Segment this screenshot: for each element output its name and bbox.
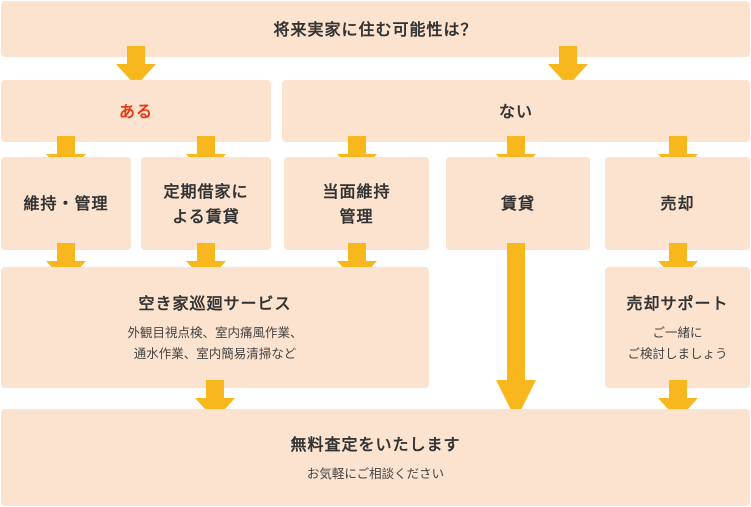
assessment-box: 無料査定をいたします お気軽にご相談ください	[1, 409, 750, 506]
arrow-to-temp	[337, 136, 377, 176]
patrol-service-desc-line2: 通水作業、室内簡易清掃など	[133, 346, 297, 361]
option-temp-box: 当面維持 管理	[284, 157, 429, 250]
option-sell-box: 売却	[605, 157, 750, 250]
arrow-to-yes	[116, 46, 156, 86]
question-text: 将来実家に住む可能性は？	[273, 19, 478, 39]
patrol-service-box: 空き家巡廻サービス 外観目視点検、室内痛風作業、 通水作業、室内簡易清掃など	[1, 267, 429, 388]
option-lease-text: 賃貸	[500, 194, 535, 213]
option-maintain-text: 維持・管理	[23, 194, 109, 213]
arrow-support-to-assessment	[658, 380, 698, 420]
sell-support-title: 売却サポート	[626, 294, 729, 313]
arrow-to-lease	[496, 136, 536, 176]
lease-connector-bar	[507, 243, 525, 395]
branch-yes-text: ある	[118, 101, 153, 121]
assessment-desc: お気軽にご相談ください	[306, 465, 445, 481]
assessment-title: 無料査定をいたします	[290, 434, 461, 454]
option-rental-line2: よる賃貸	[172, 206, 240, 226]
patrol-service-desc-line1: 外観目視点検、室内痛風作業、	[127, 325, 303, 340]
branch-no-box: ない	[282, 80, 750, 142]
arrow-to-rental	[186, 136, 226, 176]
option-temp-line1: 当面維持	[322, 181, 391, 201]
question-box: 将来実家に住む可能性は？	[1, 1, 750, 57]
sell-support-desc-line1: ご一緒に	[652, 325, 703, 340]
option-sell-text: 売却	[660, 194, 695, 213]
patrol-service-desc: 外観目視点検、室内痛風作業、 通水作業、室内簡易清掃など	[127, 322, 302, 364]
patrol-service-title: 空き家巡廻サービス	[138, 294, 292, 313]
arrow-to-sell	[658, 136, 698, 176]
option-maintain-box: 維持・管理	[1, 157, 131, 250]
option-rental-line1: 定期借家に	[163, 181, 249, 201]
option-rental-box: 定期借家に よる賃貸	[141, 157, 271, 250]
arrow-to-maintain	[46, 136, 86, 176]
arrow-sell-to-support	[658, 243, 698, 283]
sell-support-box: 売却サポート ご一緒に ご検討しましょう	[605, 267, 750, 388]
branch-no-text: ない	[498, 101, 533, 121]
branch-yes-box: ある	[1, 80, 271, 142]
sell-support-desc-line2: ご検討しましょう	[627, 346, 728, 361]
arrow-lease-to-assessment	[496, 380, 536, 420]
arrow-maintain-to-patrol	[46, 243, 86, 283]
arrow-rental-to-patrol	[186, 243, 226, 283]
arrow-patrol-to-assessment	[195, 380, 235, 420]
option-temp-line2: 管理	[339, 206, 374, 226]
sell-support-desc: ご一緒に ご検討しましょう	[627, 322, 727, 364]
arrow-temp-to-patrol	[337, 243, 377, 283]
option-lease-box: 賃貸	[446, 157, 590, 250]
arrow-to-no	[548, 46, 588, 86]
